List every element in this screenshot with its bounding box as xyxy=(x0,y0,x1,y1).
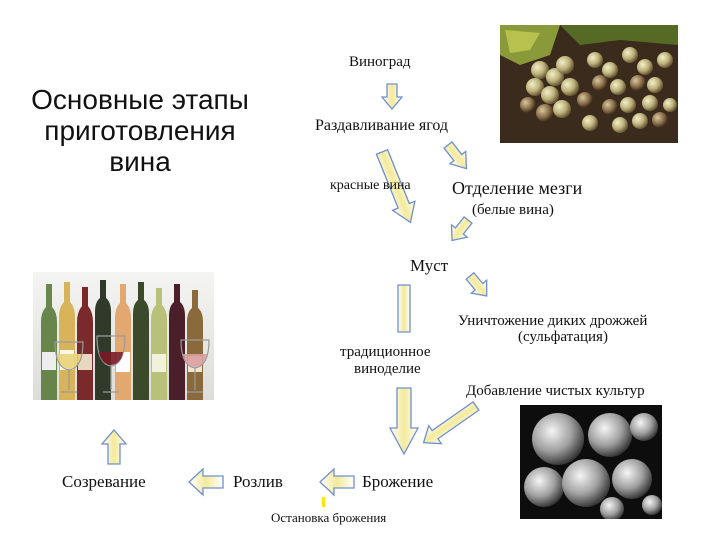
arrow-red-wines-to-must xyxy=(375,148,416,224)
node-must: Муст xyxy=(410,256,449,275)
stop-fermentation-marker xyxy=(322,497,325,507)
title-line-2: приготовления xyxy=(44,115,236,146)
node-pomace-separation: Отделение мезги xyxy=(452,178,583,198)
node-red-wines: красные вина xyxy=(330,178,411,193)
title-line-3: вина xyxy=(109,146,171,177)
arrow-crushing-to-pomace xyxy=(443,141,468,170)
node-grapes: Виноград xyxy=(349,54,411,70)
node-traditional-line2: виноделие xyxy=(354,361,421,377)
arrow-traditional-top xyxy=(397,284,411,333)
node-traditional-line1: традиционное xyxy=(340,344,431,360)
node-wild-yeast-line2: (сульфатация) xyxy=(518,329,608,345)
arrow-maturation-to-bottles xyxy=(100,429,128,465)
arrow-must-to-sulfitation xyxy=(465,271,488,297)
arrow-cultures-to-fermentation xyxy=(422,400,480,445)
arrow-fermentation-to-bottling xyxy=(319,467,355,497)
node-white-wines: (белые вина) xyxy=(472,202,554,218)
node-bottling: Розлив xyxy=(233,472,283,491)
node-wild-yeast-line1: Уничтожение диких дрожжей xyxy=(458,313,648,329)
node-crushing: Раздавливание ягод xyxy=(315,117,449,134)
yeast-cells-photo xyxy=(520,405,662,519)
node-pure-cultures: Добавление чистых культур xyxy=(466,383,645,399)
arrow-traditional-to-fermentation xyxy=(388,387,420,456)
node-maturation: Созревание xyxy=(62,472,146,491)
node-fermentation: Брожение xyxy=(362,472,434,491)
slide-title: Основные этапы приготовления вина xyxy=(20,84,260,177)
title-line-1: Основные этапы xyxy=(31,84,249,115)
arrow-white-wines-to-must xyxy=(450,216,473,242)
wine-bottles-photo xyxy=(33,272,214,400)
grapes-photo xyxy=(500,25,678,143)
arrow-grapes-to-crushing xyxy=(380,83,404,111)
arrow-bottling-to-maturation xyxy=(188,467,224,497)
node-stop-fermentation: Остановка брожения xyxy=(271,510,387,525)
